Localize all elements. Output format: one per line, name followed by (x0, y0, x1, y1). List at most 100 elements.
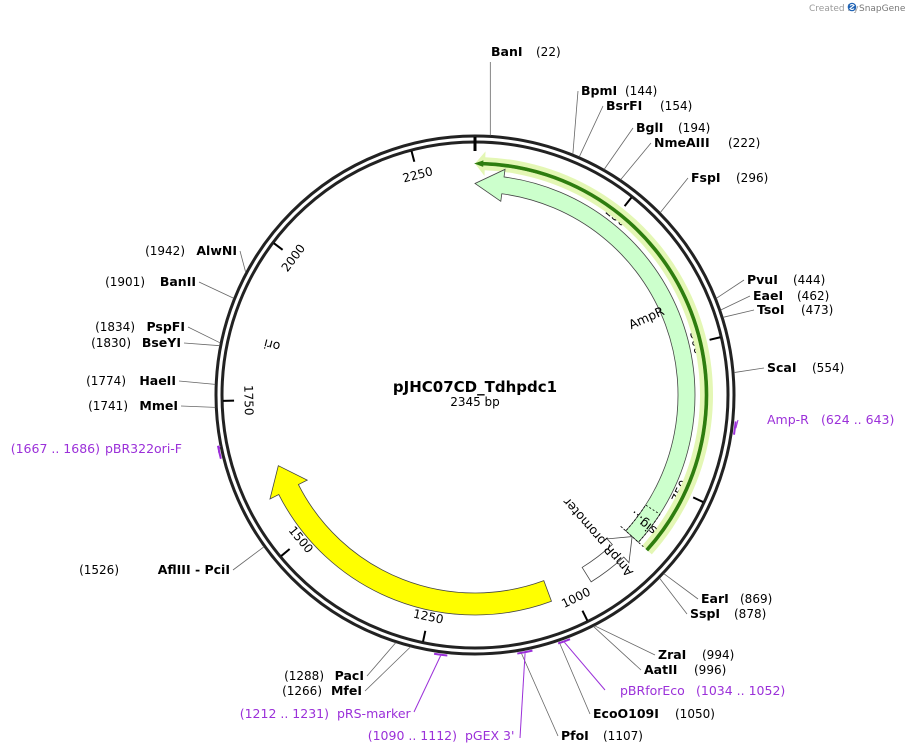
site-name: NmeAIII (654, 135, 710, 150)
site-name: BsrFI (606, 98, 642, 113)
ruler-tick-label: 1750 (241, 385, 256, 416)
site-leader (198, 281, 234, 299)
site-name: AatII (644, 662, 677, 677)
site-pvui: PvuI(444) (716, 272, 825, 299)
site-position: (554) (812, 361, 844, 375)
site-leader (663, 573, 699, 600)
site-leader (178, 380, 216, 385)
primer-range: (1212 .. 1231) (240, 706, 329, 721)
primer-pgex-3: pGEX 3'(1090 .. 1112) (368, 649, 533, 743)
primer-mark (732, 421, 737, 435)
site-position: (154) (660, 99, 692, 113)
ruler-tick (581, 610, 589, 622)
ruler-tick (410, 150, 416, 163)
site-ecoo109i: EcoO109I(1050) (558, 640, 715, 721)
feature-ori-label: ori (262, 336, 281, 354)
site-name: MmeI (139, 398, 178, 413)
site-name: FspI (691, 170, 721, 185)
site-sspi: SspI(878) (659, 577, 766, 621)
primer-range: (1034 .. 1052) (696, 683, 785, 698)
site-leader (603, 127, 634, 170)
primer-range: (624 .. 643) (821, 412, 894, 427)
site-leader (733, 367, 765, 373)
site-leader (716, 279, 745, 299)
site-position: (1288) (284, 669, 324, 683)
site-position: (1266) (282, 684, 322, 698)
site-position: (1901) (105, 275, 145, 289)
site-mmei: MmeI (1741) (88, 398, 216, 413)
site-eaei: EaeI (462) (720, 288, 829, 311)
site-pspfi: PspFI(1834) (95, 319, 221, 344)
site-position: (869) (740, 592, 772, 606)
ruler-tick-label: 2000 (279, 242, 309, 275)
site-alwni: AlwNI(1942) (145, 243, 247, 273)
primer-mark (557, 638, 571, 645)
site-leader (572, 90, 579, 155)
site-leader (620, 142, 652, 180)
site-position: (1741) (88, 399, 128, 413)
primer-leader (735, 419, 739, 429)
site-leader (520, 650, 559, 737)
site-name: BseYI (142, 335, 181, 350)
site-pfoi: PfoI(1107) (520, 650, 643, 743)
primer-range: (1090 .. 1112) (368, 728, 457, 743)
site-bseyi: BseYI (1830) (91, 335, 220, 350)
plasmid-length: 2345 bp (450, 395, 500, 409)
site-position: (996) (694, 663, 726, 677)
orf-arrow (474, 151, 714, 555)
primer-name: pBR322ori-F (105, 441, 182, 456)
credit: Created by SnapGene (809, 2, 906, 14)
site-name: MfeI (331, 683, 362, 698)
feature-ampr-label: AmpR (626, 303, 667, 332)
site-afliii-pcii: AflIII - PciI(1526) (79, 546, 265, 577)
site-fspi: FspI(296) (659, 170, 768, 213)
site-banii: BanII(1901) (105, 274, 234, 299)
feature-ampr-promoter (581, 536, 633, 583)
orf-glow (475, 151, 714, 555)
site-position: (462) (797, 289, 829, 303)
primer-name: pRS-marker (337, 706, 412, 721)
site-name: ZraI (658, 647, 686, 662)
ruler-tick (422, 630, 427, 642)
ruler-tick (273, 242, 284, 251)
site-position: (1050) (675, 707, 715, 721)
site-leader (720, 295, 751, 311)
site-position: (1830) (91, 336, 131, 350)
site-leader (232, 546, 265, 571)
ruler-tick (692, 496, 704, 503)
site-name: EaeI (753, 288, 783, 303)
site-position: (194) (678, 121, 710, 135)
site-bpmi: BpmI(144) (572, 83, 657, 155)
site-leader (187, 326, 221, 344)
site-bsrfi: BsrFI (154) (578, 98, 692, 157)
site-aatii: AatII (996) (593, 626, 726, 677)
site-zrai: ZraI(994) (594, 625, 734, 662)
primer-leader (217, 445, 221, 453)
site-name: BanI (491, 44, 523, 59)
backbone (214, 134, 736, 656)
credit-prefix: Created by (809, 4, 859, 14)
site-nmeaiii: NmeAIII(222) (620, 135, 760, 180)
site-bani: BanI(22) (489, 44, 561, 136)
ruler-tick (623, 196, 633, 207)
feature-ori (269, 465, 552, 616)
feature-ampr (474, 168, 696, 543)
site-name: ScaI (767, 360, 797, 375)
primer-prs-marker: pRS-marker (1212 .. 1231) (240, 652, 448, 721)
site-name: EarI (701, 591, 729, 606)
site-name: PfoI (561, 728, 589, 743)
site-leader (593, 626, 642, 671)
credit-brand: SnapGene (859, 4, 906, 14)
site-eari: EarI (869) (663, 573, 772, 606)
primer-name: Amp-R (767, 412, 809, 427)
primer-mark (517, 649, 533, 655)
site-leader (183, 342, 220, 347)
site-name: AflIII - PciI (158, 562, 230, 577)
site-leader (366, 642, 397, 677)
primer-pbr322ori-f: pBR322ori-F(1667 .. 1686) (11, 441, 222, 460)
site-position: (878) (734, 607, 766, 621)
plasmid-name: pJHC07CD_Tdhpdc1 (393, 378, 557, 396)
primers: Amp-R(624 .. 643)pBRforEco(1034 .. 1052)… (11, 412, 895, 743)
site-leader (594, 625, 656, 656)
